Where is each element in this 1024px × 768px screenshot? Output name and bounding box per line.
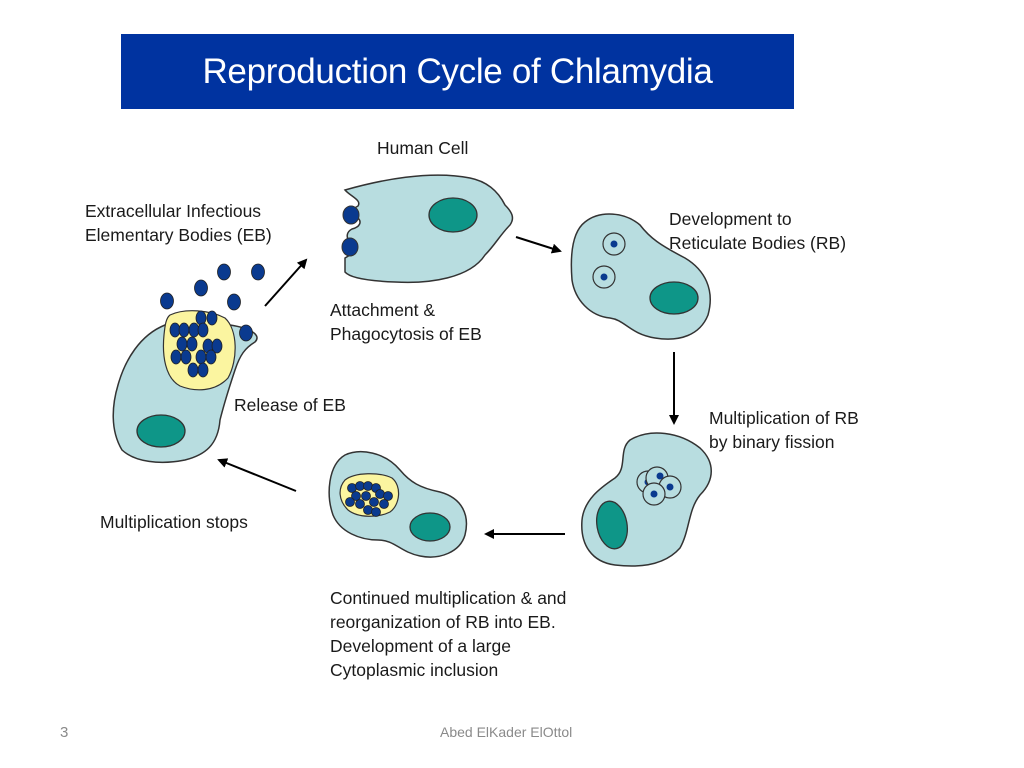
elementary-body	[251, 263, 265, 281]
releasing-cell	[112, 310, 258, 464]
inclusion-cell	[328, 451, 468, 558]
label-multiplication-1: Multiplication of RB	[709, 408, 859, 428]
label-extracellular-eb-2: Elementary Bodies (EB)	[85, 225, 272, 245]
page-number: 3	[60, 724, 69, 741]
elementary-body	[363, 481, 373, 491]
eb-attached	[342, 205, 360, 225]
eb-cluster	[169, 310, 223, 378]
elementary-body	[227, 293, 241, 311]
elementary-body	[180, 349, 192, 365]
arrow-to-attachment	[264, 258, 308, 307]
footer-author: Abed ElKader ElOttol	[440, 724, 573, 740]
elementary-body	[375, 489, 385, 499]
label-continued-2: reorganization of RB into EB.	[330, 612, 556, 632]
elementary-body	[345, 497, 355, 507]
elementary-body	[351, 491, 361, 501]
elementary-body	[194, 279, 208, 297]
label-development-1: Development to	[669, 209, 792, 229]
elementary-body	[160, 292, 174, 310]
elementary-body	[363, 505, 373, 515]
arrow-to-development	[515, 236, 562, 254]
elementary-body	[217, 263, 231, 281]
elementary-body	[355, 499, 365, 509]
free-elementary-bodies	[160, 263, 265, 342]
label-release: Release of EB	[234, 395, 346, 415]
elementary-body	[170, 349, 182, 365]
eb-attached	[341, 237, 359, 257]
label-attachment-2: Phagocytosis of EB	[330, 324, 482, 344]
elementary-body	[186, 336, 198, 352]
eb-cluster	[345, 481, 393, 517]
human-cell	[341, 174, 514, 284]
label-multiplication-2: by binary fission	[709, 432, 835, 452]
elementary-body	[195, 349, 207, 365]
elementary-body	[371, 507, 381, 517]
label-development-2: Reticulate Bodies (RB)	[669, 233, 847, 253]
elementary-body	[369, 497, 379, 507]
label-continued-1: Continued multiplication & and	[330, 588, 567, 608]
elementary-body	[205, 349, 217, 365]
elementary-body	[188, 322, 200, 338]
elementary-body	[187, 362, 199, 378]
elementary-body	[347, 483, 357, 493]
slide-title: Reproduction Cycle of Chlamydia	[202, 51, 713, 91]
rb-development-cell	[570, 213, 711, 340]
label-continued-3: Development of a large	[330, 636, 511, 656]
elementary-body	[383, 491, 393, 501]
label-attachment-1: Attachment &	[330, 300, 436, 320]
label-multiplication-stops: Multiplication stops	[100, 512, 248, 532]
elementary-body	[197, 322, 209, 338]
label-human-cell: Human Cell	[377, 138, 469, 158]
elementary-body	[361, 491, 371, 501]
title-banner: Reproduction Cycle of Chlamydia	[121, 34, 794, 109]
label-extracellular-eb-1: Extracellular Infectious	[85, 201, 262, 221]
elementary-body	[206, 310, 218, 326]
elementary-body	[197, 362, 209, 378]
elementary-body	[379, 499, 389, 509]
elementary-body	[169, 322, 181, 338]
label-continued-4: Cytoplasmic inclusion	[330, 660, 499, 680]
elementary-body	[239, 324, 253, 342]
binary-fission-cell	[581, 432, 712, 567]
elementary-body	[211, 338, 223, 354]
elementary-body	[176, 336, 188, 352]
arrow-to-release	[217, 458, 297, 492]
elementary-body	[178, 322, 190, 338]
